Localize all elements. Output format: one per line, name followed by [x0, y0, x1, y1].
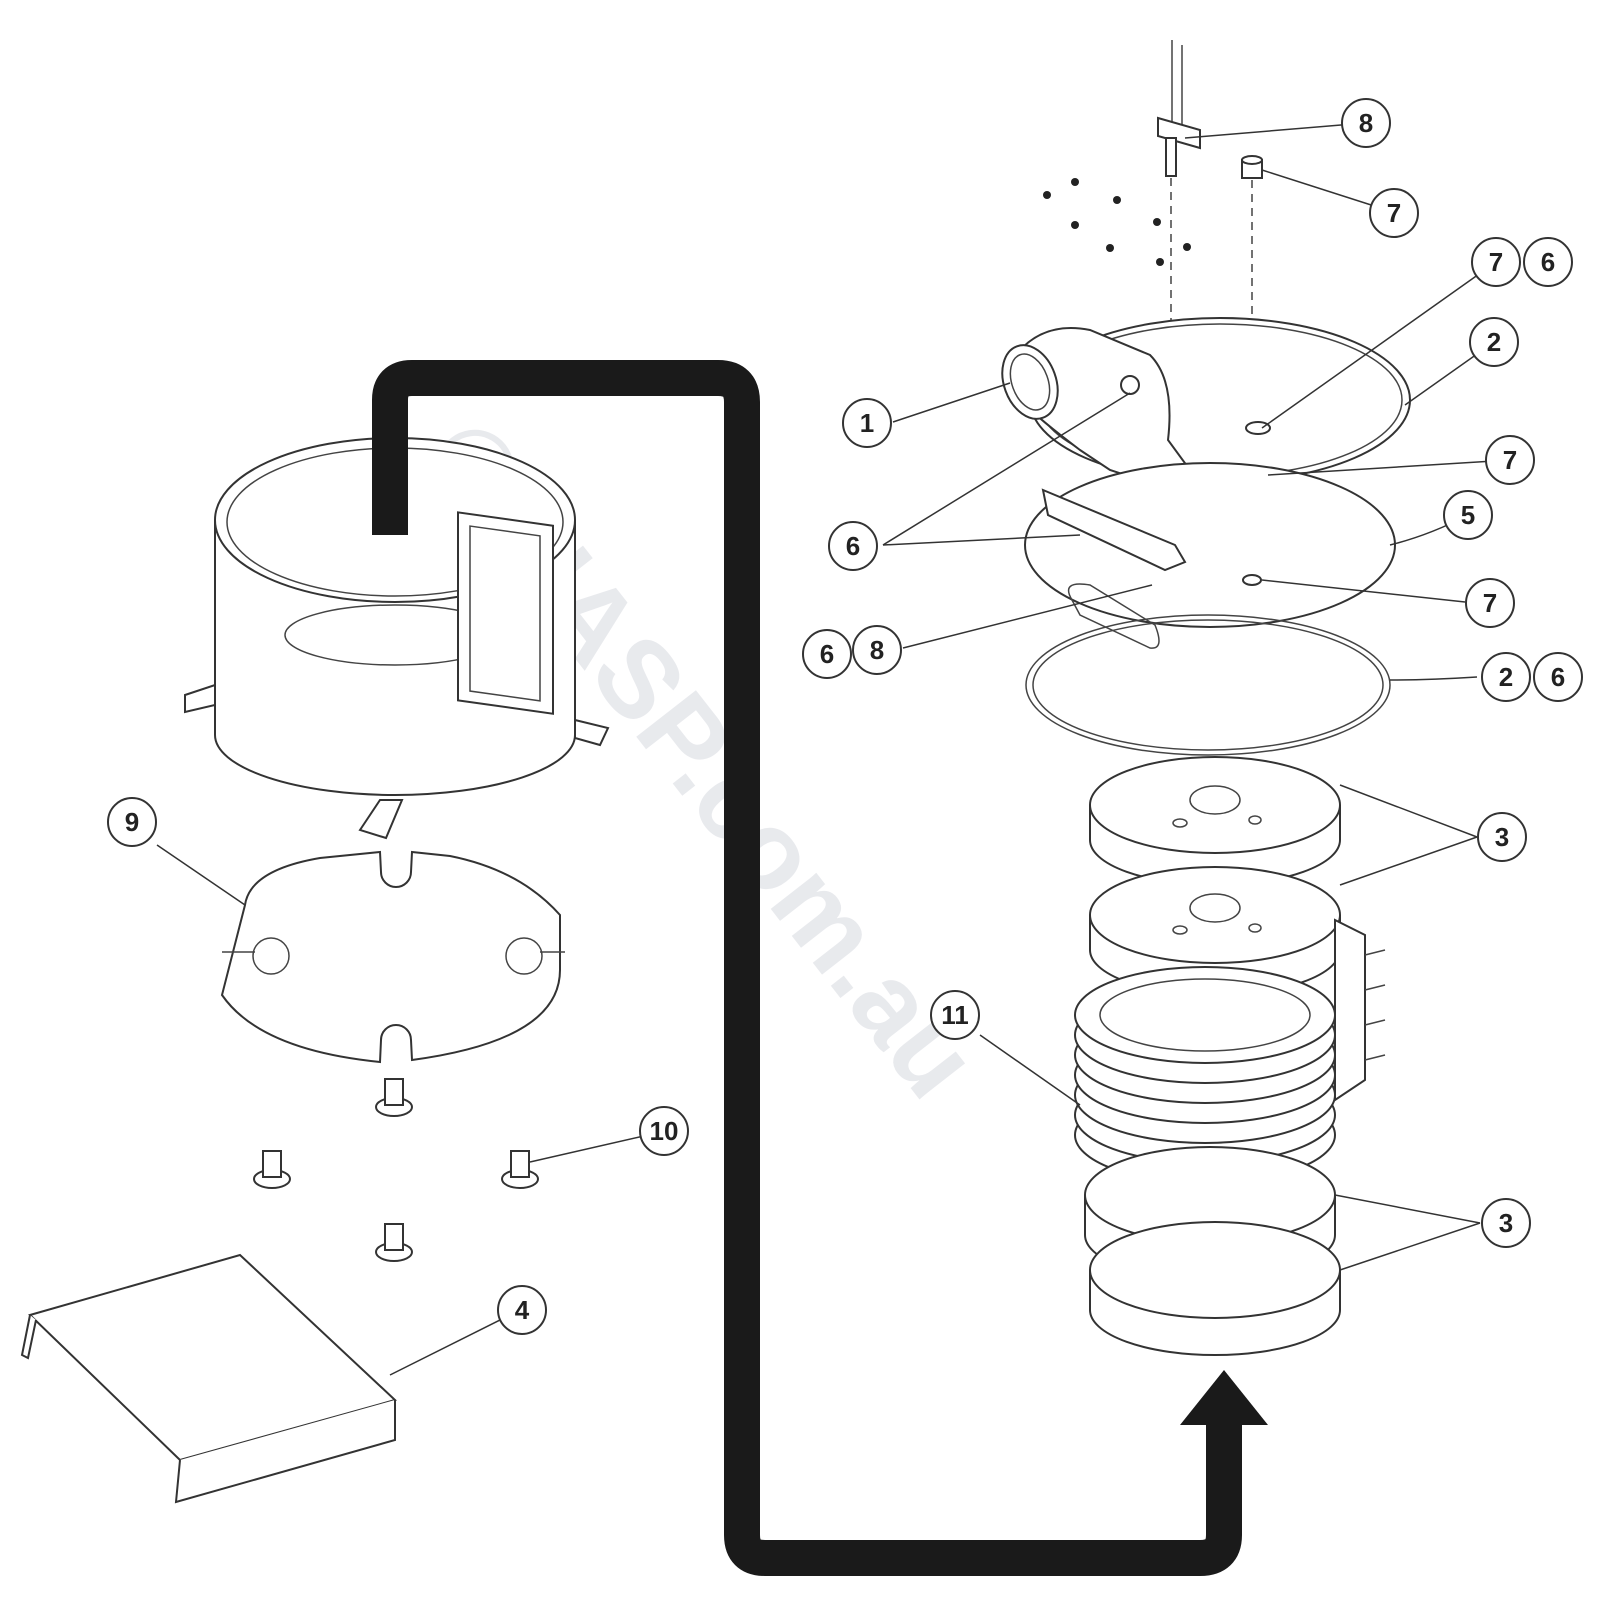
callout-label: 10: [650, 1116, 679, 1146]
callout-label: 9: [125, 807, 139, 837]
refractory-disc-3-d: [1089, 1221, 1341, 1356]
callout-label: 4: [515, 1295, 530, 1325]
callout-label: 1: [860, 408, 874, 438]
callout-label: 7: [1483, 588, 1497, 618]
feet-10: [253, 1078, 539, 1262]
callout-4: 4: [497, 1285, 547, 1335]
loose-screws: [1043, 178, 1191, 266]
callout-label: 8: [870, 635, 884, 665]
callout-6-left: 6: [828, 521, 878, 571]
callout-3-upper: 3: [1477, 812, 1527, 862]
callout-6-pair: 6: [802, 629, 852, 679]
flow-arrow: [372, 360, 1268, 1576]
callout-5: 5: [1443, 490, 1493, 540]
callout-label: 8: [1359, 108, 1373, 138]
callout-9: 9: [107, 797, 157, 847]
refractory-disc-3-a: [1089, 756, 1341, 886]
callout-label: 7: [1387, 198, 1401, 228]
callout-3-lower: 3: [1481, 1198, 1531, 1248]
callout-label: 11: [941, 1000, 969, 1030]
outer-shell: [184, 437, 610, 840]
spacer-plate-9: [220, 850, 565, 1064]
gasket-ring-2: [1025, 614, 1391, 756]
callout-8-upper: 8: [1341, 98, 1391, 148]
callout-label: 2: [1487, 327, 1501, 357]
callout-label: 2: [1499, 662, 1513, 692]
callout-2-gasket: 2: [1481, 652, 1531, 702]
callout-7-upper: 7: [1369, 188, 1419, 238]
callout-8-pair: 8: [852, 625, 902, 675]
callout-label: 6: [846, 531, 860, 561]
callout-1: 1: [842, 398, 892, 448]
callout-label: 3: [1499, 1208, 1513, 1238]
elbow-1: [1001, 327, 1192, 490]
callout-label: 6: [820, 639, 834, 669]
callout-7-mid: 7: [1485, 435, 1535, 485]
callout-label: 3: [1495, 822, 1509, 852]
callout-2-lid: 2: [1469, 317, 1519, 367]
base-tray-4: [20, 1253, 397, 1504]
callout-6-gasket: 6: [1533, 652, 1583, 702]
callout-11: 11: [930, 990, 980, 1040]
burner-plate-5: [1024, 462, 1396, 649]
callout-label: 7: [1503, 445, 1517, 475]
callout-label: 6: [1551, 662, 1565, 692]
callout-7-washer: 7: [1471, 237, 1521, 287]
callout-label: 5: [1461, 500, 1475, 530]
callout-6-washer: 6: [1523, 237, 1573, 287]
callout-label: 7: [1489, 247, 1503, 277]
callout-7-lower: 7: [1465, 578, 1515, 628]
callout-10: 10: [639, 1106, 689, 1156]
callout-label: 6: [1541, 247, 1555, 277]
